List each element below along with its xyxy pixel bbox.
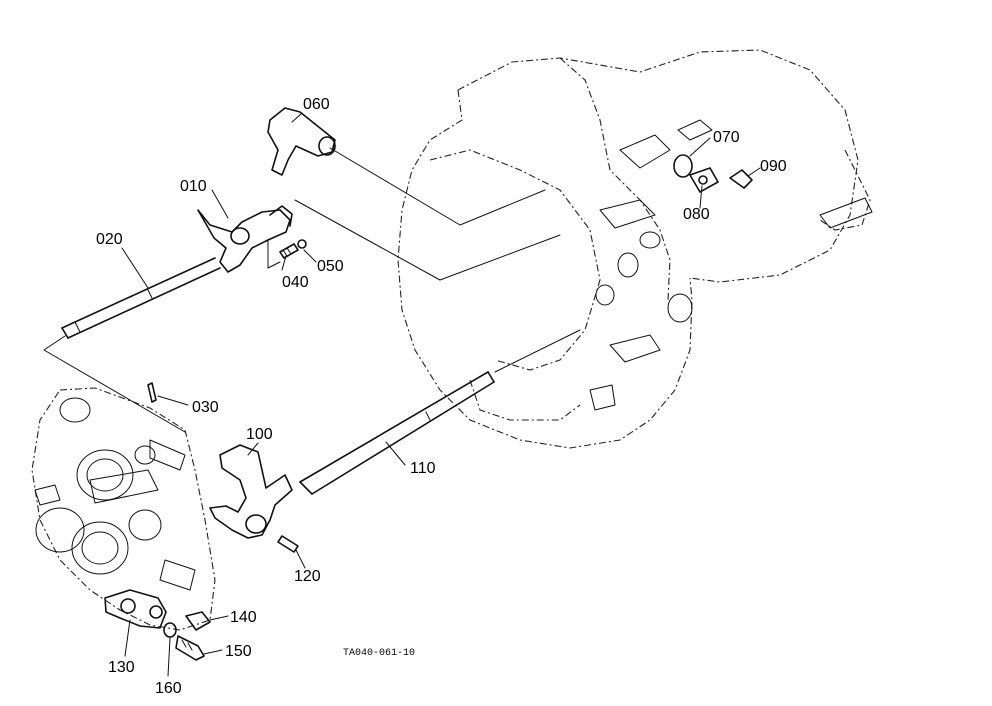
part-labels: 060 010 020 050 040 030 070 080 090 100 … <box>96 96 787 697</box>
drawing-code: TA040-061-10 <box>343 648 415 659</box>
gearcase-housing <box>31 387 216 631</box>
part-label-100: 100 <box>246 426 273 443</box>
spring-040 <box>279 243 299 259</box>
shift-arm-060 <box>267 107 336 176</box>
part-label-070: 070 <box>713 129 740 146</box>
pin-120 <box>277 535 299 553</box>
assembly-lines <box>43 147 581 433</box>
part-label-110: 110 <box>410 460 436 477</box>
part-label-160: 160 <box>155 680 182 697</box>
shift-fork-100 <box>209 444 293 539</box>
cover-080 <box>689 167 719 193</box>
part-label-050: 050 <box>317 258 344 275</box>
part-label-010: 010 <box>180 178 207 195</box>
part-label-140: 140 <box>230 609 257 626</box>
part-label-080: 080 <box>683 206 710 223</box>
part-label-090: 090 <box>760 158 787 175</box>
fork-shaft-110 <box>299 371 495 495</box>
ball-050 <box>297 239 307 249</box>
bracket-130 <box>104 589 167 629</box>
part-label-020: 020 <box>96 231 123 248</box>
leader-lines <box>121 112 761 677</box>
part-label-060: 060 <box>303 96 330 113</box>
bolt-090 <box>729 169 753 189</box>
part-label-030: 030 <box>192 399 219 416</box>
part-label-150: 150 <box>225 643 252 660</box>
washer-160 <box>163 622 177 638</box>
bolt-150 <box>175 635 205 661</box>
transmission-housing <box>397 49 873 449</box>
part-label-130: 130 <box>108 659 135 676</box>
shift-fork-010 <box>197 205 293 273</box>
plug-140 <box>185 611 211 631</box>
oring-070 <box>673 154 693 178</box>
part-label-120: 120 <box>294 568 321 585</box>
part-label-040: 040 <box>282 274 309 291</box>
fork-shaft-020 <box>61 257 221 339</box>
pin-030 <box>147 382 157 403</box>
